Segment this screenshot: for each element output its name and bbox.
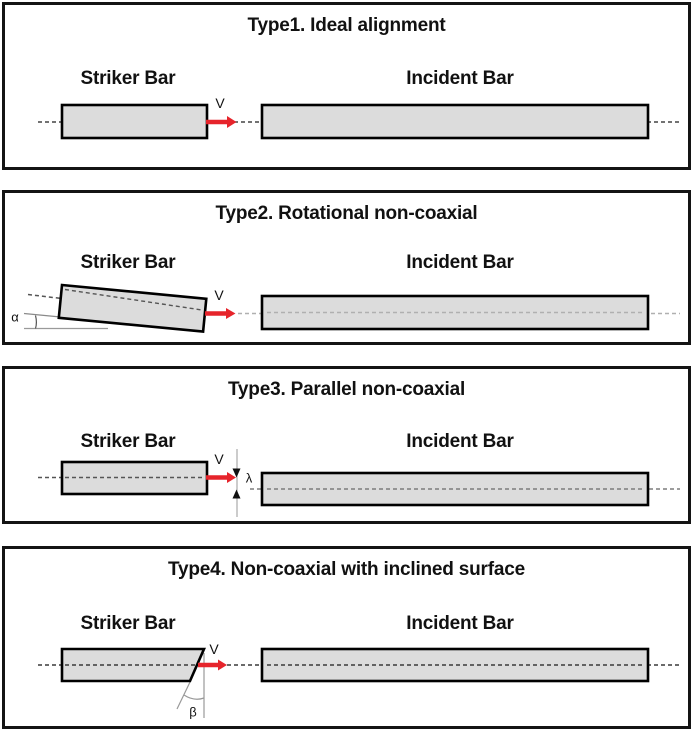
angle-arc [34, 315, 37, 329]
angle-arc [183, 694, 205, 700]
panel-type2: Type2. Rotational non-coaxial Striker Ba… [2, 190, 691, 345]
alpha-label: α [11, 309, 19, 325]
velocity-label: V [209, 641, 219, 657]
panel-title: Type4. Non-coaxial with inclined surface [168, 559, 525, 580]
lambda-label: λ [245, 470, 253, 486]
incident-bar-label: Incident Bar [406, 68, 514, 89]
striker-bar-label: Striker Bar [80, 613, 176, 634]
diagram-type4 [38, 647, 680, 718]
diagram-type1 [38, 103, 680, 140]
velocity-arrow-head [218, 659, 227, 671]
panel-title: Type2. Rotational non-coaxial [215, 203, 478, 224]
striker-bar-shape-inclined [60, 647, 206, 683]
bar-labels-row: Striker Bar Incident Bar [5, 613, 688, 637]
velocity-arrow-head [226, 308, 236, 319]
incident-bar-label: Incident Bar [406, 252, 514, 273]
diagram-type3 [38, 449, 680, 517]
velocity-label: V [215, 95, 225, 111]
striker-bar-label: Striker Bar [80, 68, 176, 89]
beta-label: β [189, 704, 197, 720]
velocity-label: V [214, 451, 224, 467]
bar-labels-row: Striker Bar Incident Bar [5, 68, 688, 92]
striker-bar-shape-rotated [57, 283, 208, 334]
incident-bar-shape [260, 103, 650, 140]
panel-type1: Type1. Ideal alignment Striker Bar Incid… [2, 2, 691, 170]
incident-bar-label: Incident Bar [406, 431, 514, 452]
panel-title: Type1. Ideal alignment [247, 15, 446, 36]
striker-bar-label: Striker Bar [80, 431, 176, 452]
striker-centerline-inside [64, 288, 203, 311]
striker-bar-label: Striker Bar [80, 252, 176, 273]
velocity-arrow-head [227, 472, 236, 483]
offset-arrow-down [232, 468, 241, 478]
panel-type3: Type3. Parallel non-coaxial Striker Bar … [2, 366, 691, 524]
offset-arrow-up [232, 489, 241, 499]
panel-title: Type3. Parallel non-coaxial [227, 379, 466, 400]
bar-labels-row: Striker Bar Incident Bar [5, 252, 688, 276]
incident-bar-label: Incident Bar [406, 613, 514, 634]
inclined-reference-line [176, 679, 192, 710]
striker-bar-shape [60, 103, 209, 140]
panel-type4: Type4. Non-coaxial with inclined surface… [2, 546, 691, 729]
velocity-label: V [214, 287, 224, 303]
bar-labels-row: Striker Bar Incident Bar [5, 431, 688, 455]
velocity-arrow-head [227, 116, 237, 128]
diagram-type2 [23, 283, 680, 334]
